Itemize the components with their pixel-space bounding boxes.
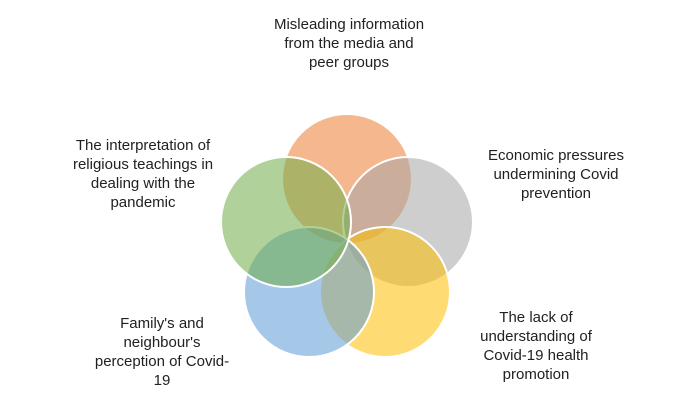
label-religious-teachings: The interpretation of religious teaching… [73, 136, 213, 212]
label-lack-of-understanding: The lack of understanding of Covid-19 he… [480, 308, 592, 384]
label-line: Economic pressures [488, 147, 624, 164]
label-line: from the media and [284, 35, 414, 52]
label-line: understanding of [480, 328, 592, 345]
label-line: religious teachings in [72, 156, 214, 173]
label-line: The interpretation of [75, 137, 211, 154]
label-family-neighbour-perception: Family's and neighbour's perception of C… [95, 314, 229, 390]
label-line: perception of Covid- [94, 353, 230, 370]
label-line: undermining Covid [493, 166, 619, 183]
label-line: Covid-19 health [483, 347, 589, 364]
label-line: promotion [502, 366, 570, 383]
label-line: Misleading information [273, 16, 425, 33]
venn-circle-religious-teachings [220, 156, 352, 288]
label-line: The lack of [499, 309, 573, 326]
label-line: pandemic [110, 194, 176, 211]
label-line: dealing with the [90, 175, 196, 192]
label-line: peer groups [308, 54, 390, 71]
label-line: Family's and [120, 315, 204, 332]
label-economic-pressures: Economic pressures undermining Covid pre… [488, 146, 624, 203]
label-line: neighbour's [123, 334, 201, 351]
label-line: prevention [520, 185, 592, 202]
label-line: 19 [153, 372, 171, 389]
label-misleading-information: Misleading information from the media an… [274, 15, 424, 72]
